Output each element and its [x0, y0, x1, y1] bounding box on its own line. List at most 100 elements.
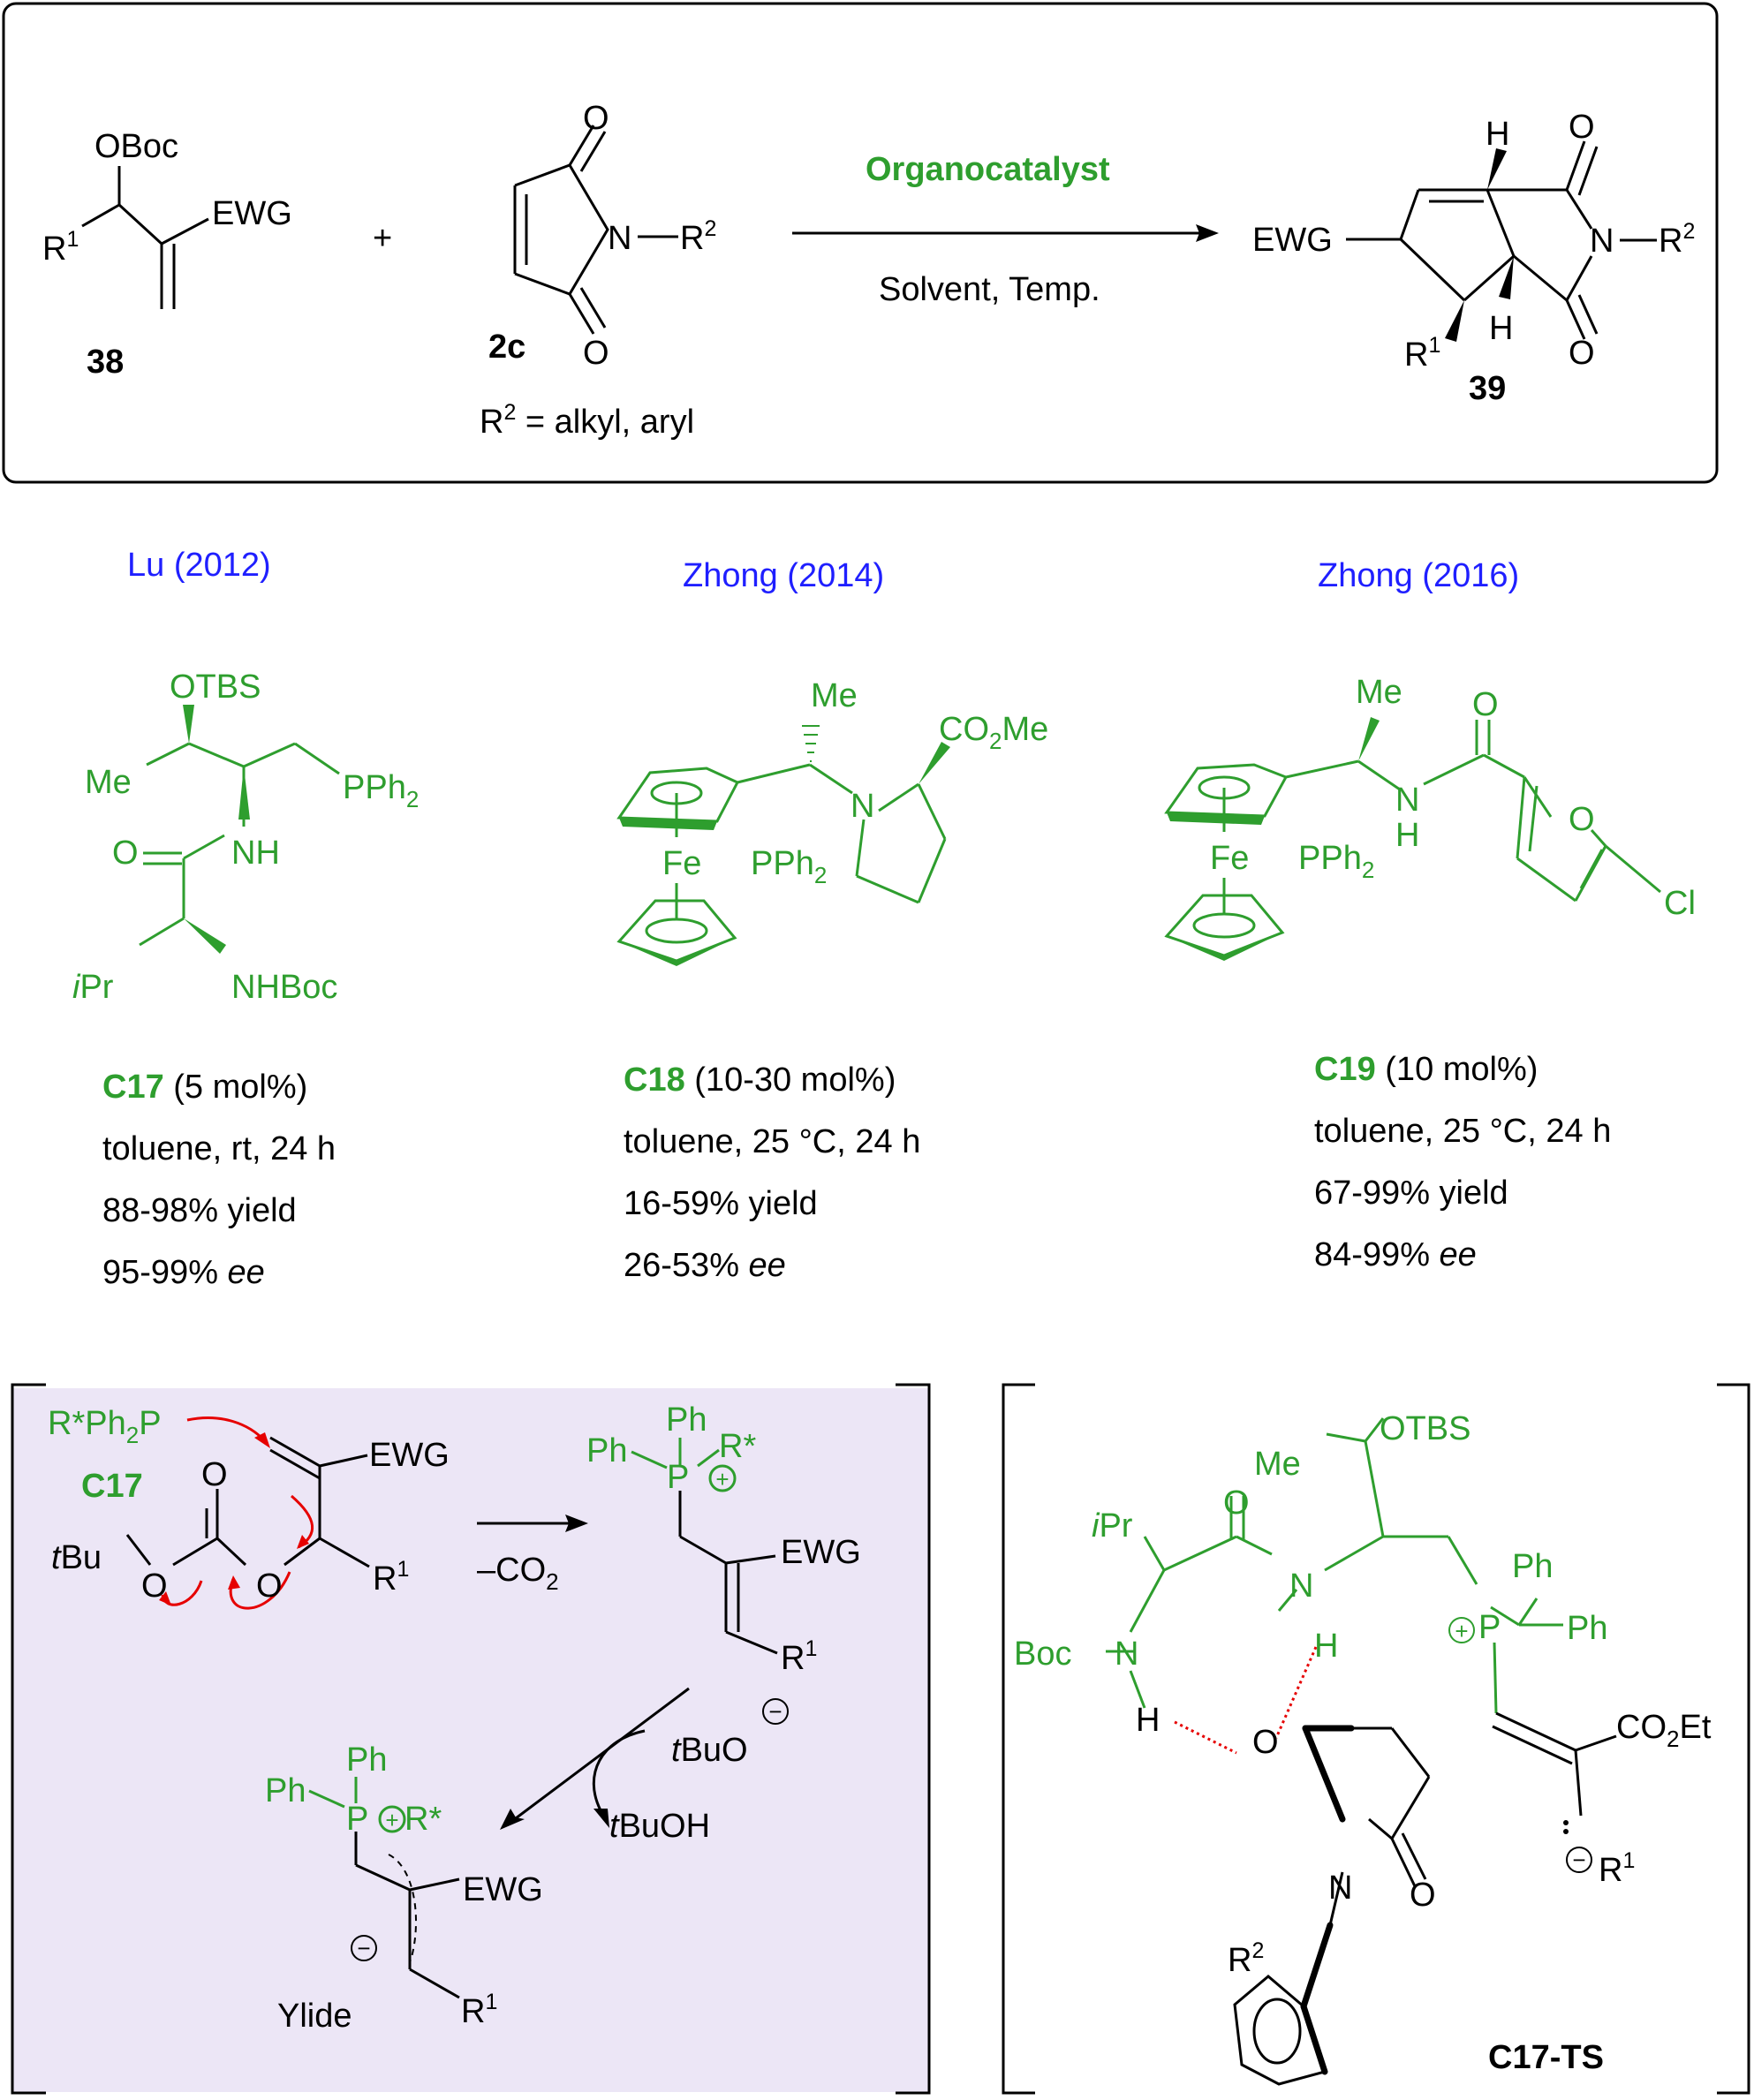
ylide-r1: R1 — [461, 1990, 497, 2030]
c17-nhboc: NHBoc — [231, 969, 337, 1006]
mech-ewg: EWG — [369, 1437, 450, 1474]
ts-n-right: N — [1289, 1567, 1313, 1605]
author-zhong-2014: Zhong (2014) — [683, 557, 884, 594]
ts-ph-right: Ph — [1567, 1610, 1607, 1647]
c18-hash-me — [802, 725, 820, 762]
plus-sign: + — [373, 220, 392, 257]
c18-wedge-co2me — [919, 742, 950, 784]
reagent-organocatalyst: Organocatalyst — [866, 151, 1110, 188]
ts-r2: R2 — [1228, 1938, 1264, 1979]
c18-id: C18 — [624, 1061, 685, 1099]
mech-int-p: P — [667, 1459, 689, 1496]
product-wedge-h-bottom — [1499, 256, 1514, 299]
mech-tbuo: tBuO — [671, 1732, 748, 1769]
ts-maleimide-o: O — [1252, 1724, 1279, 1761]
c18-me: Me — [811, 677, 858, 714]
compound-38-ewg: EWG — [212, 195, 292, 232]
ts-bonds-black — [1328, 1711, 1617, 1926]
c18-ring-bold-edge — [619, 818, 717, 830]
ts-boc: Boc — [1014, 1635, 1071, 1673]
product-label: 39 — [1469, 370, 1506, 407]
c19-wedge-me — [1358, 717, 1380, 761]
c17-conditions-text: toluene, rt, 24 h — [102, 1130, 336, 1167]
ylide-p: P — [346, 1801, 368, 1838]
reaction-conditions: Solvent, Temp. — [879, 271, 1100, 308]
c18-pph2: PPh2 — [751, 845, 827, 888]
c18-ee-line: 26-53% ee — [624, 1235, 920, 1296]
ts-green-bonds — [1106, 1417, 1563, 1714]
mech-tbu: tBu — [51, 1539, 102, 1576]
mech-tbuoh: tBuOH — [609, 1808, 710, 1845]
ts-plus-circle — [1448, 1617, 1475, 1643]
catalyst-c18-structure — [616, 763, 947, 963]
c17-wedge-otbs — [183, 705, 194, 744]
c17-loading: (5 mol%) — [163, 1069, 308, 1106]
product-wedge-r1 — [1445, 300, 1464, 342]
c17-otbs: OTBS — [170, 669, 261, 706]
c19-ee-value: 84-99% — [1314, 1236, 1440, 1273]
mech-int-ph-top: Ph — [666, 1401, 707, 1439]
c17-ipr: iPr — [72, 969, 114, 1006]
c19-ring-bold-edge — [1167, 812, 1265, 825]
c18-n: N — [851, 788, 874, 825]
c18-loading: (10-30 mol%) — [684, 1061, 896, 1099]
ts-plus-sign: + — [1455, 1618, 1468, 1644]
product-n: N — [1590, 223, 1614, 260]
c18-ee-value: 26-53% — [624, 1247, 749, 1284]
mech-o-left: O — [141, 1567, 168, 1605]
maleimide-label: 2c — [488, 329, 525, 366]
c19-ring-o: O — [1569, 801, 1595, 838]
c17-me: Me — [85, 764, 132, 801]
c19-n: N — [1395, 782, 1419, 819]
c19-yield: 67-99% yield — [1314, 1175, 1508, 1212]
c18-fe: Fe — [662, 845, 701, 882]
product-r2: R2 — [1659, 219, 1695, 260]
ylide-ph-top: Ph — [346, 1741, 387, 1779]
ts-h-left: H — [1136, 1702, 1160, 1739]
c17-ee-value: 95-99% — [102, 1254, 228, 1291]
co2-arrowhead — [565, 1515, 588, 1532]
reaction-scheme-box — [2, 2, 1719, 484]
author-zhong-2016: Zhong (2016) — [1318, 557, 1519, 594]
c18-id-line: C18 (10-30 mol%) — [624, 1049, 920, 1111]
product-ewg: EWG — [1252, 222, 1333, 259]
ts-minus-sign: − — [1572, 1847, 1585, 1873]
c18-yield: 16-59% yield — [624, 1185, 818, 1222]
product-r1: R1 — [1404, 333, 1440, 374]
c17-ee-line: 95-99% ee — [102, 1242, 336, 1303]
c19-id: C19 — [1314, 1051, 1376, 1088]
tbuo-curve-arrow — [592, 1729, 646, 1811]
mech-int-r1: R1 — [781, 1636, 817, 1677]
c19-o: O — [1472, 686, 1499, 723]
c19-ee-line: 84-99% ee — [1314, 1224, 1611, 1286]
c19-fe: Fe — [1210, 840, 1249, 877]
mech-int-ewg: EWG — [781, 1534, 861, 1571]
c19-cl: Cl — [1664, 885, 1696, 922]
step-arrowhead — [500, 1809, 525, 1830]
c17-ee-unit: ee — [227, 1254, 265, 1291]
mechanism-bonds — [125, 1436, 778, 1999]
compound-38-oboc: OBoc — [95, 128, 178, 165]
ts-aryl-ring — [1233, 1975, 1327, 2086]
ylide-minus: − — [357, 1935, 370, 1961]
c18-ee-unit: ee — [748, 1247, 786, 1284]
product-h-bottom: H — [1489, 310, 1513, 347]
r2-definition: R2 = alkyl, aryl — [480, 400, 694, 441]
ts-h-right: H — [1314, 1628, 1338, 1665]
c19-loading: (10 mol%) — [1375, 1051, 1539, 1088]
mech-r1: R1 — [373, 1557, 409, 1598]
mech-int-rstar: R* — [719, 1428, 756, 1465]
c19-pph2: PPh2 — [1298, 840, 1374, 883]
compound-38-r1: R1 — [42, 227, 79, 268]
c17-wedge-nhboc — [184, 918, 226, 954]
c19-ee-unit: ee — [1439, 1236, 1477, 1273]
c19-h: H — [1395, 817, 1419, 854]
mechanism-panel — [12, 1388, 929, 2092]
ts-label: C17-TS — [1488, 2039, 1604, 2076]
c18-conditions-text: toluene, 25 °C, 24 h — [624, 1123, 921, 1160]
maleimide-o-top: O — [583, 100, 609, 137]
compound-38-label: 38 — [87, 344, 124, 381]
ts-r1: R1 — [1599, 1848, 1635, 1889]
c17-conditions: C17 (5 mol%) toluene, rt, 24 h 88-98% yi… — [102, 1056, 336, 1303]
mech-carbonate-o-top: O — [201, 1456, 228, 1493]
